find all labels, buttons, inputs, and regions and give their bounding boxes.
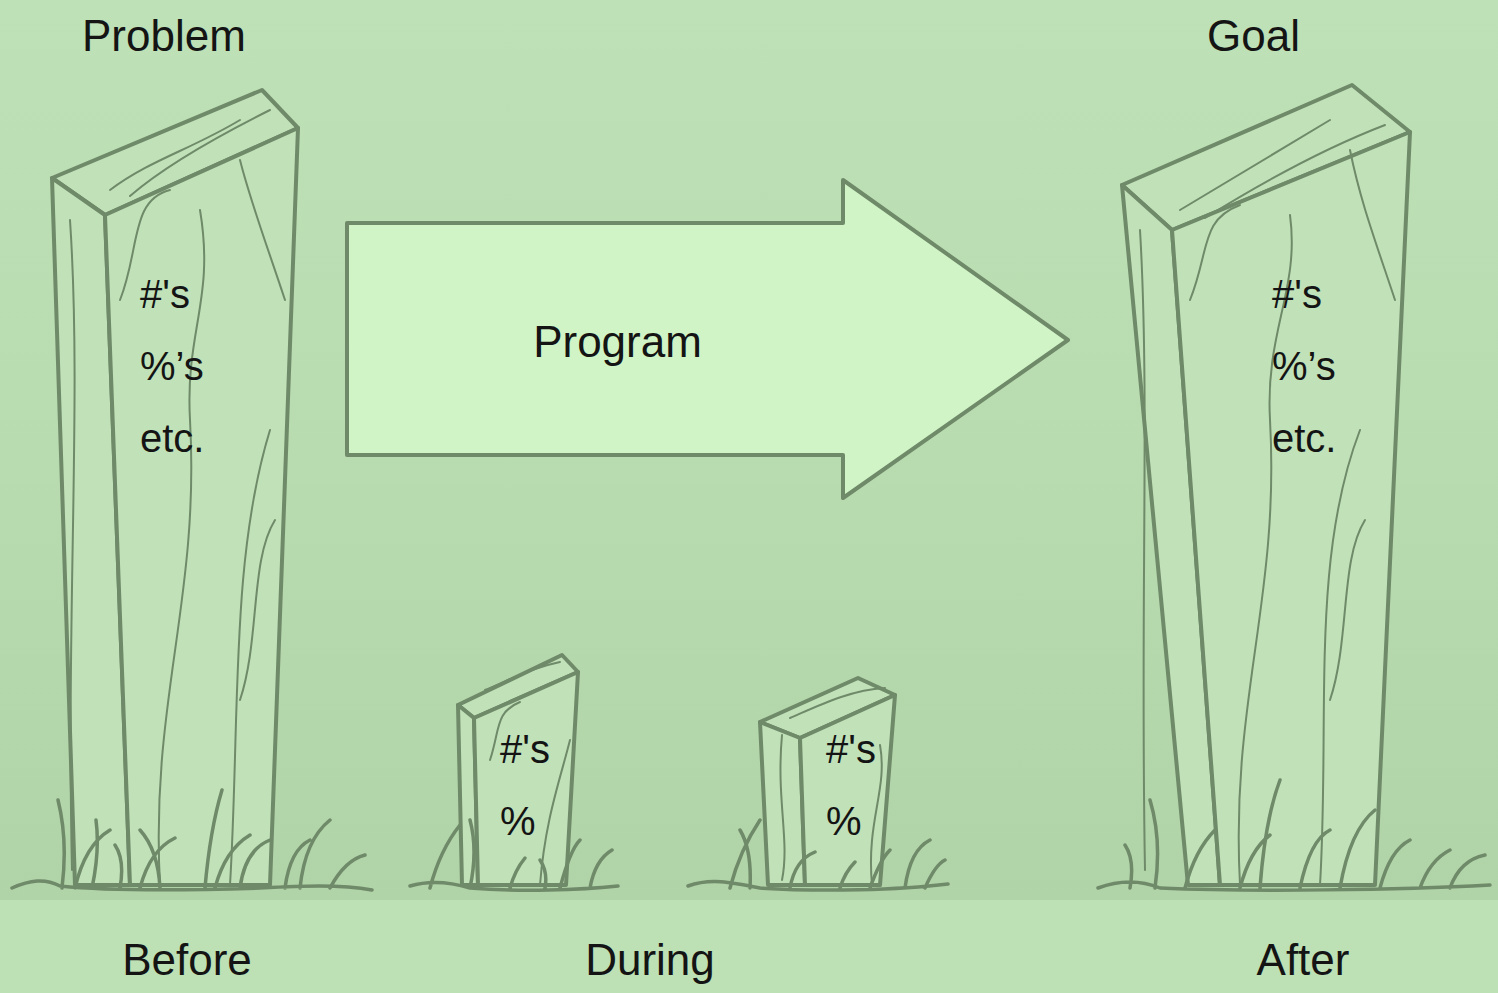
wood-grain bbox=[790, 688, 885, 718]
wood-grain bbox=[1140, 230, 1145, 870]
short-post: #'s % bbox=[440, 640, 600, 900]
wood-grain bbox=[70, 220, 75, 870]
grass-clump bbox=[12, 790, 372, 890]
shape-face bbox=[474, 672, 578, 885]
shape-outline bbox=[345, 178, 1071, 502]
sky-band bbox=[0, 0, 1498, 900]
shape-face bbox=[105, 128, 298, 885]
heading-text: Problem bbox=[82, 10, 302, 63]
wood-grain bbox=[130, 110, 270, 196]
wood-grain bbox=[1330, 520, 1365, 700]
wood-grain bbox=[485, 662, 560, 690]
wood-grain bbox=[1180, 120, 1330, 210]
stage-label: Before bbox=[37, 934, 337, 987]
wood-grain bbox=[110, 120, 240, 190]
shape-face bbox=[800, 695, 895, 885]
wood-grain bbox=[1205, 125, 1385, 218]
measure-text: #'s % bbox=[826, 713, 886, 857]
shape-face bbox=[760, 722, 805, 885]
grass-clump bbox=[410, 820, 618, 890]
shape-face bbox=[1172, 132, 1410, 885]
arrow-label: Program bbox=[495, 316, 740, 369]
wood-grain bbox=[1350, 150, 1395, 300]
stage-label: During bbox=[500, 934, 800, 987]
wood-grain bbox=[240, 520, 275, 700]
short-post: #'s % bbox=[740, 650, 930, 900]
heading-text: Goal bbox=[1207, 10, 1427, 63]
measure-text: #'s %’s etc. bbox=[140, 258, 225, 474]
program-arrow: Program bbox=[345, 178, 1071, 502]
grass-clump bbox=[1098, 780, 1490, 890]
ground-strip bbox=[0, 900, 1498, 993]
wood-grain bbox=[780, 735, 784, 880]
wood-grain bbox=[240, 160, 285, 300]
tall-post: Problem #'s %’s etc. bbox=[10, 10, 380, 900]
measure-text: #'s %’s etc. bbox=[1272, 258, 1357, 474]
tall-post: Goal #'s %’s etc. bbox=[1090, 10, 1490, 900]
shape-face bbox=[347, 180, 1068, 498]
wood-grain bbox=[1190, 205, 1240, 300]
measure-text: #'s % bbox=[500, 713, 560, 857]
shape-outline bbox=[740, 650, 930, 900]
stage-label: After bbox=[1153, 934, 1453, 987]
grass-clump bbox=[688, 820, 948, 890]
